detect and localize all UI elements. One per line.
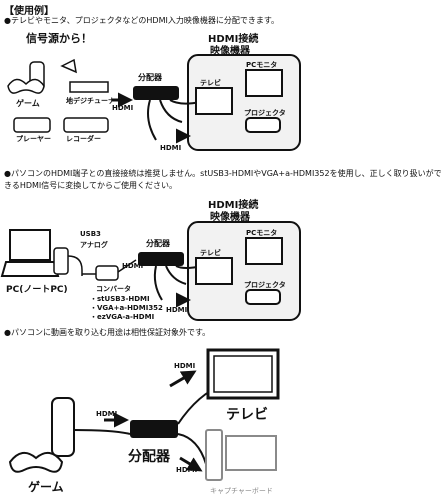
recorder-label: レコーダー	[66, 135, 101, 143]
hdmi-label-3c: HDMI	[176, 466, 198, 474]
converter-icon	[95, 265, 119, 281]
tuner-label: 地デジチューナー	[66, 97, 122, 105]
output-title-1b: 映像機器	[210, 46, 250, 57]
hdmi-label-1b: HDMI	[160, 144, 182, 152]
hdmi-label-2a: HDMI	[122, 262, 144, 270]
converter-model-1: ・stUSB3-HDMI	[90, 295, 150, 303]
usb-device-icon	[53, 247, 69, 275]
capture-pc-icon	[205, 429, 277, 481]
projector-label-1: プロジェクタ	[244, 109, 286, 117]
tv-2-icon	[195, 257, 233, 285]
splitter-label-3: 分配器	[128, 449, 170, 465]
game-console-1-icon	[7, 61, 45, 94]
converter-model-2: ・VGA+a-HDMI352	[90, 304, 163, 312]
tuner-icon	[60, 58, 109, 93]
output-title-1a: HDMI接続	[208, 34, 259, 45]
hdmi-label-3b: HDMI	[96, 410, 118, 418]
note-3: ●パソコンに動画を取り込む用途は相性保証対象外です。	[4, 328, 211, 337]
projector-1-icon	[245, 117, 281, 133]
tv-3-icon	[206, 348, 280, 400]
splitter-1-icon	[133, 86, 179, 100]
laptop-icon	[0, 229, 60, 277]
splitter-label-1: 分配器	[138, 73, 162, 82]
usage-heading: 【使用例】	[4, 6, 54, 17]
output-title-2a: HDMI接続	[208, 200, 259, 211]
hdmi-label-2b: HDMI	[166, 306, 188, 314]
pc-monitor-label-1: PCモニタ	[246, 61, 278, 69]
note-2: ●パソコンのHDMI端子との直接接続は推奨しません。stUSB3-HDMIやVG…	[4, 169, 442, 190]
converter-model-3: ・ezVGA-a-HDMI	[90, 313, 155, 321]
pc-label: PC(ノートPC)	[6, 285, 68, 295]
analog-label: アナログ	[80, 241, 108, 249]
projector-label-2: プロジェクタ	[244, 281, 286, 289]
tv-label-1: テレビ	[200, 79, 221, 87]
note-1: ●テレビやモニタ、プロジェクタなどのHDMI入力映像機器に分配できます。	[4, 16, 280, 25]
game-label-3: ゲーム	[28, 480, 64, 494]
splitter-3-icon	[130, 420, 178, 438]
tv-label-3: テレビ	[226, 407, 268, 423]
game-label-1: ゲーム	[16, 99, 40, 108]
capture-board-label: キャプチャーボード	[210, 487, 273, 495]
source-title: 信号源から！	[26, 32, 92, 45]
recorder-icon	[63, 117, 109, 133]
splitter-label-2: 分配器	[146, 239, 170, 248]
pc-monitor-1-icon	[245, 69, 283, 97]
hdmi-label-1a: HDMI	[112, 104, 134, 112]
pc-monitor-label-2: PCモニタ	[246, 229, 278, 237]
gamepad-icon	[8, 451, 64, 473]
converter-label: コンバータ	[96, 285, 131, 293]
projector-2-icon	[245, 289, 281, 305]
game-console-3-icon	[51, 397, 75, 457]
player-icon	[13, 117, 51, 133]
output-title-2b: 映像機器	[210, 212, 250, 223]
hdmi-label-3a: HDMI	[174, 362, 196, 370]
splitter-2-icon	[138, 252, 184, 266]
tv-1-icon	[195, 87, 233, 115]
usb3-label: USB3	[80, 230, 101, 238]
player-label: プレーヤー	[16, 135, 51, 143]
pc-monitor-2-icon	[245, 237, 283, 265]
tv-label-2: テレビ	[200, 249, 221, 257]
